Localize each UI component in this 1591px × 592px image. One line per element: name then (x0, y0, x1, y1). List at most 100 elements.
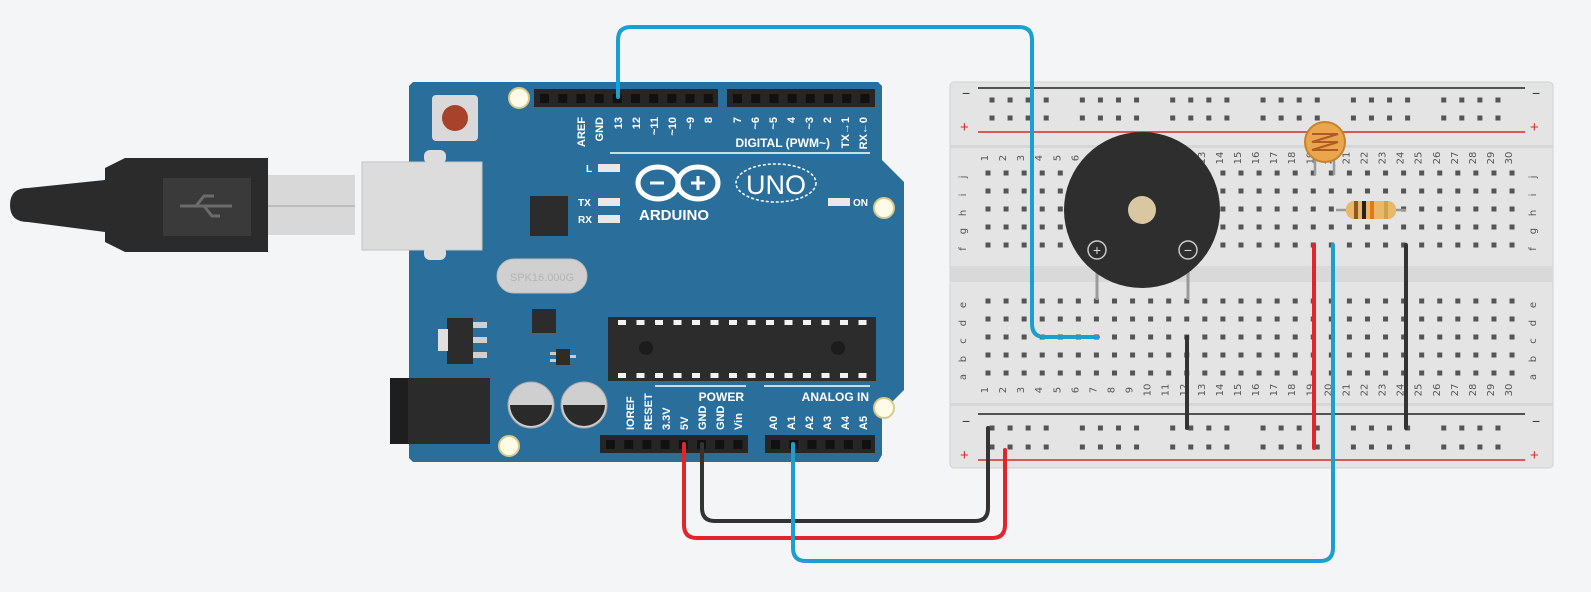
breadboard-hole (1477, 444, 1483, 450)
breadboard-hole (1477, 97, 1483, 103)
breadboard-hole (1111, 334, 1117, 340)
breadboard-label: 30 (1504, 152, 1515, 165)
breadboard-hole (1148, 334, 1154, 340)
led-l (598, 164, 620, 172)
breadboard-hole (1057, 370, 1063, 376)
breadboard-label: 1 (980, 387, 991, 393)
breadboard-label: a (958, 374, 969, 380)
breadboard-label: 5 (1052, 387, 1063, 393)
breadboard-hole (1491, 370, 1497, 376)
breadboard-hole (1278, 444, 1284, 450)
breadboard-hole (1115, 425, 1121, 431)
arduino-logo (635, 164, 721, 202)
breadboard-hole (1419, 352, 1425, 358)
header-hole (540, 94, 549, 103)
breadboard-hole (1495, 444, 1501, 450)
breadboard-hole (1238, 224, 1244, 230)
breadboard-hole (1130, 316, 1136, 322)
header-hole (576, 94, 586, 103)
chip-pin (692, 320, 700, 325)
breadboard-hole (1401, 370, 1407, 376)
breadboard-hole (1057, 316, 1063, 322)
breadboard-hole (1220, 370, 1226, 376)
breadboard-hole (1043, 425, 1049, 431)
tiny-transistor (556, 349, 570, 365)
breadboard-hole (1043, 115, 1049, 121)
breadboard-hole (1292, 242, 1298, 248)
breadboard-hole (1364, 352, 1370, 358)
breadboard-hole (1364, 188, 1370, 194)
rail-minus-br: − (1532, 413, 1540, 429)
breadboard-label: 24 (1396, 384, 1407, 397)
piezo-buzzer: + − (1064, 132, 1220, 300)
breadboard-hole (1256, 224, 1262, 230)
breadboard-top-rail-divider (950, 145, 1553, 148)
breadboard-label: j (1528, 176, 1539, 180)
header-hole (660, 440, 670, 449)
breadboard-hole (1437, 316, 1443, 322)
mount-hole-top-left (508, 87, 530, 109)
breadboard-hole (1350, 115, 1356, 121)
usb-plug-seam (265, 205, 355, 207)
regulator-tab (438, 329, 448, 351)
breadboard-hole (1093, 370, 1099, 376)
breadboard-hole (1021, 316, 1027, 322)
breadboard-hole (1296, 97, 1302, 103)
chip-pin (766, 320, 774, 325)
breadboard-label: 22 (1359, 384, 1370, 397)
breadboard-hole (1455, 298, 1461, 304)
breadboard-hole (1097, 97, 1103, 103)
rail-minus-tr: − (1532, 85, 1540, 101)
breadboard-hole (1206, 444, 1212, 450)
header-hole (769, 94, 779, 103)
breadboard-label: g (958, 228, 969, 234)
chip-pin (655, 373, 663, 378)
breadboard-label: 3 (1016, 387, 1027, 393)
breadboard-label: 4 (1034, 155, 1045, 161)
breadboard-label: j (958, 176, 969, 180)
breadboard-label: 13 (1197, 384, 1208, 397)
breadboard-hole (989, 444, 995, 450)
breadboard-hole (985, 224, 991, 230)
reset-button[interactable] (442, 105, 468, 131)
chip-pin (729, 373, 737, 378)
pin-label: ~6 (750, 117, 762, 130)
pin-label: 2 (822, 117, 834, 123)
arduino-board: SPK16.000G (361, 82, 904, 462)
breadboard-hole (1039, 316, 1045, 322)
header-hole (751, 94, 761, 103)
digital-title: DIGITAL (PWM~) (735, 136, 830, 150)
breadboard-hole (1346, 316, 1352, 322)
chip-pins-bottom (618, 373, 867, 378)
model-oval (735, 163, 817, 203)
breadboard-hole (1057, 352, 1063, 358)
breadboard: − + − + − + − + 112233445566778899101011… (949, 81, 1554, 469)
breadboard-label: 19 (1305, 152, 1316, 165)
breadboard-hole (1148, 370, 1154, 376)
voltage-regulator (447, 318, 473, 364)
breadboard-hole (1202, 352, 1208, 358)
breadboard-hole (1025, 115, 1031, 121)
chip-pin (821, 320, 830, 325)
breadboard-hole (1473, 298, 1479, 304)
wire-a1-to-ldr (791, 243, 1335, 563)
breadboard-hole (1383, 170, 1389, 176)
breadboard-hole (1007, 444, 1013, 450)
header-hole (685, 94, 695, 103)
breadboard-hole (989, 115, 995, 121)
breadboard-hole (1260, 97, 1266, 103)
breadboard-hole (1075, 370, 1081, 376)
breadboard-hole (1437, 170, 1443, 176)
breadboard-hole (1473, 370, 1479, 376)
breadboard-label: 18 (1287, 152, 1298, 165)
breadboard-hole (1419, 316, 1425, 322)
pin-label: A3 (822, 416, 834, 430)
breadboard-hole (1401, 316, 1407, 322)
breadboard-hole (1003, 188, 1009, 194)
pin-label: AREF (576, 117, 588, 147)
breadboard-hole (1134, 97, 1140, 103)
breadboard-hole (1383, 334, 1389, 340)
breadboard-label: 7 (1088, 387, 1099, 393)
breadboard-hole (1148, 352, 1154, 358)
